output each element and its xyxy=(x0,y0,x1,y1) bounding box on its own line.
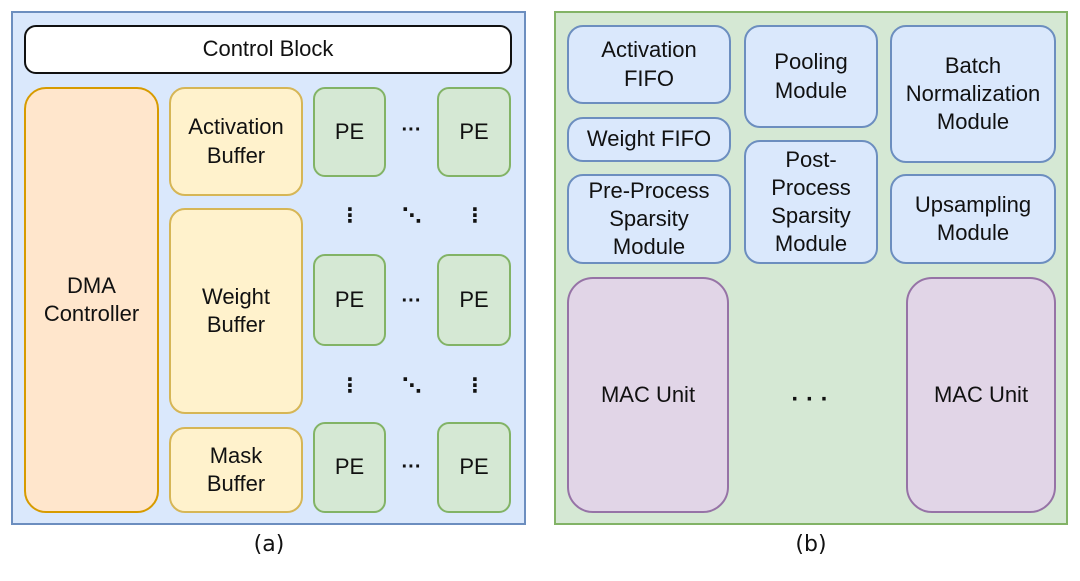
mac-unit-last: MAC Unit xyxy=(906,277,1056,513)
ellipsis-vertical-coln-upper: ⋮ xyxy=(465,204,485,227)
mac-unit-first: MAC Unit xyxy=(567,277,729,513)
ellipsis-diagonal-upper: ⋱ xyxy=(402,204,422,227)
ellipsis-horizontal-row2: ··· xyxy=(401,289,422,312)
activation-buffer: Activation Buffer xyxy=(169,87,303,196)
post-process-sparsity-module: Post- Process Sparsity Module xyxy=(744,140,878,264)
pe-row2-coln: PE xyxy=(437,254,511,346)
control-block: Control Block xyxy=(24,25,512,74)
ellipsis-vertical-col1-lower: ⋮ xyxy=(340,374,360,397)
weight-fifo: Weight FIFO xyxy=(567,117,731,162)
pe-row3-coln: PE xyxy=(437,422,511,513)
ellipsis-vertical-col1-upper: ⋮ xyxy=(340,204,360,227)
pe-row2-col1: PE xyxy=(313,254,386,346)
activation-fifo: Activation FIFO xyxy=(567,25,731,104)
dma-controller: DMA Controller xyxy=(24,87,159,513)
ellipsis-horizontal-row3: ··· xyxy=(401,455,422,478)
upsampling-module: Upsampling Module xyxy=(890,174,1056,264)
ellipsis-diagonal-lower: ⋱ xyxy=(402,374,422,397)
mask-buffer: Mask Buffer xyxy=(169,427,303,513)
pe-row1-col1: PE xyxy=(313,87,386,177)
ellipsis-vertical-coln-lower: ⋮ xyxy=(465,374,485,397)
mac-ellipsis: · · · xyxy=(791,386,829,413)
pe-row1-coln: PE xyxy=(437,87,511,177)
ellipsis-horizontal-row1: ··· xyxy=(401,118,422,141)
batch-normalization-module: Batch Normalization Module xyxy=(890,25,1056,163)
weight-buffer: Weight Buffer xyxy=(169,208,303,414)
pooling-module: Pooling Module xyxy=(744,25,878,128)
caption-a: (a) xyxy=(253,532,285,557)
pe-row3-col1: PE xyxy=(313,422,386,513)
caption-b: (b) xyxy=(795,532,827,557)
pre-process-sparsity-module: Pre-Process Sparsity Module xyxy=(567,174,731,264)
